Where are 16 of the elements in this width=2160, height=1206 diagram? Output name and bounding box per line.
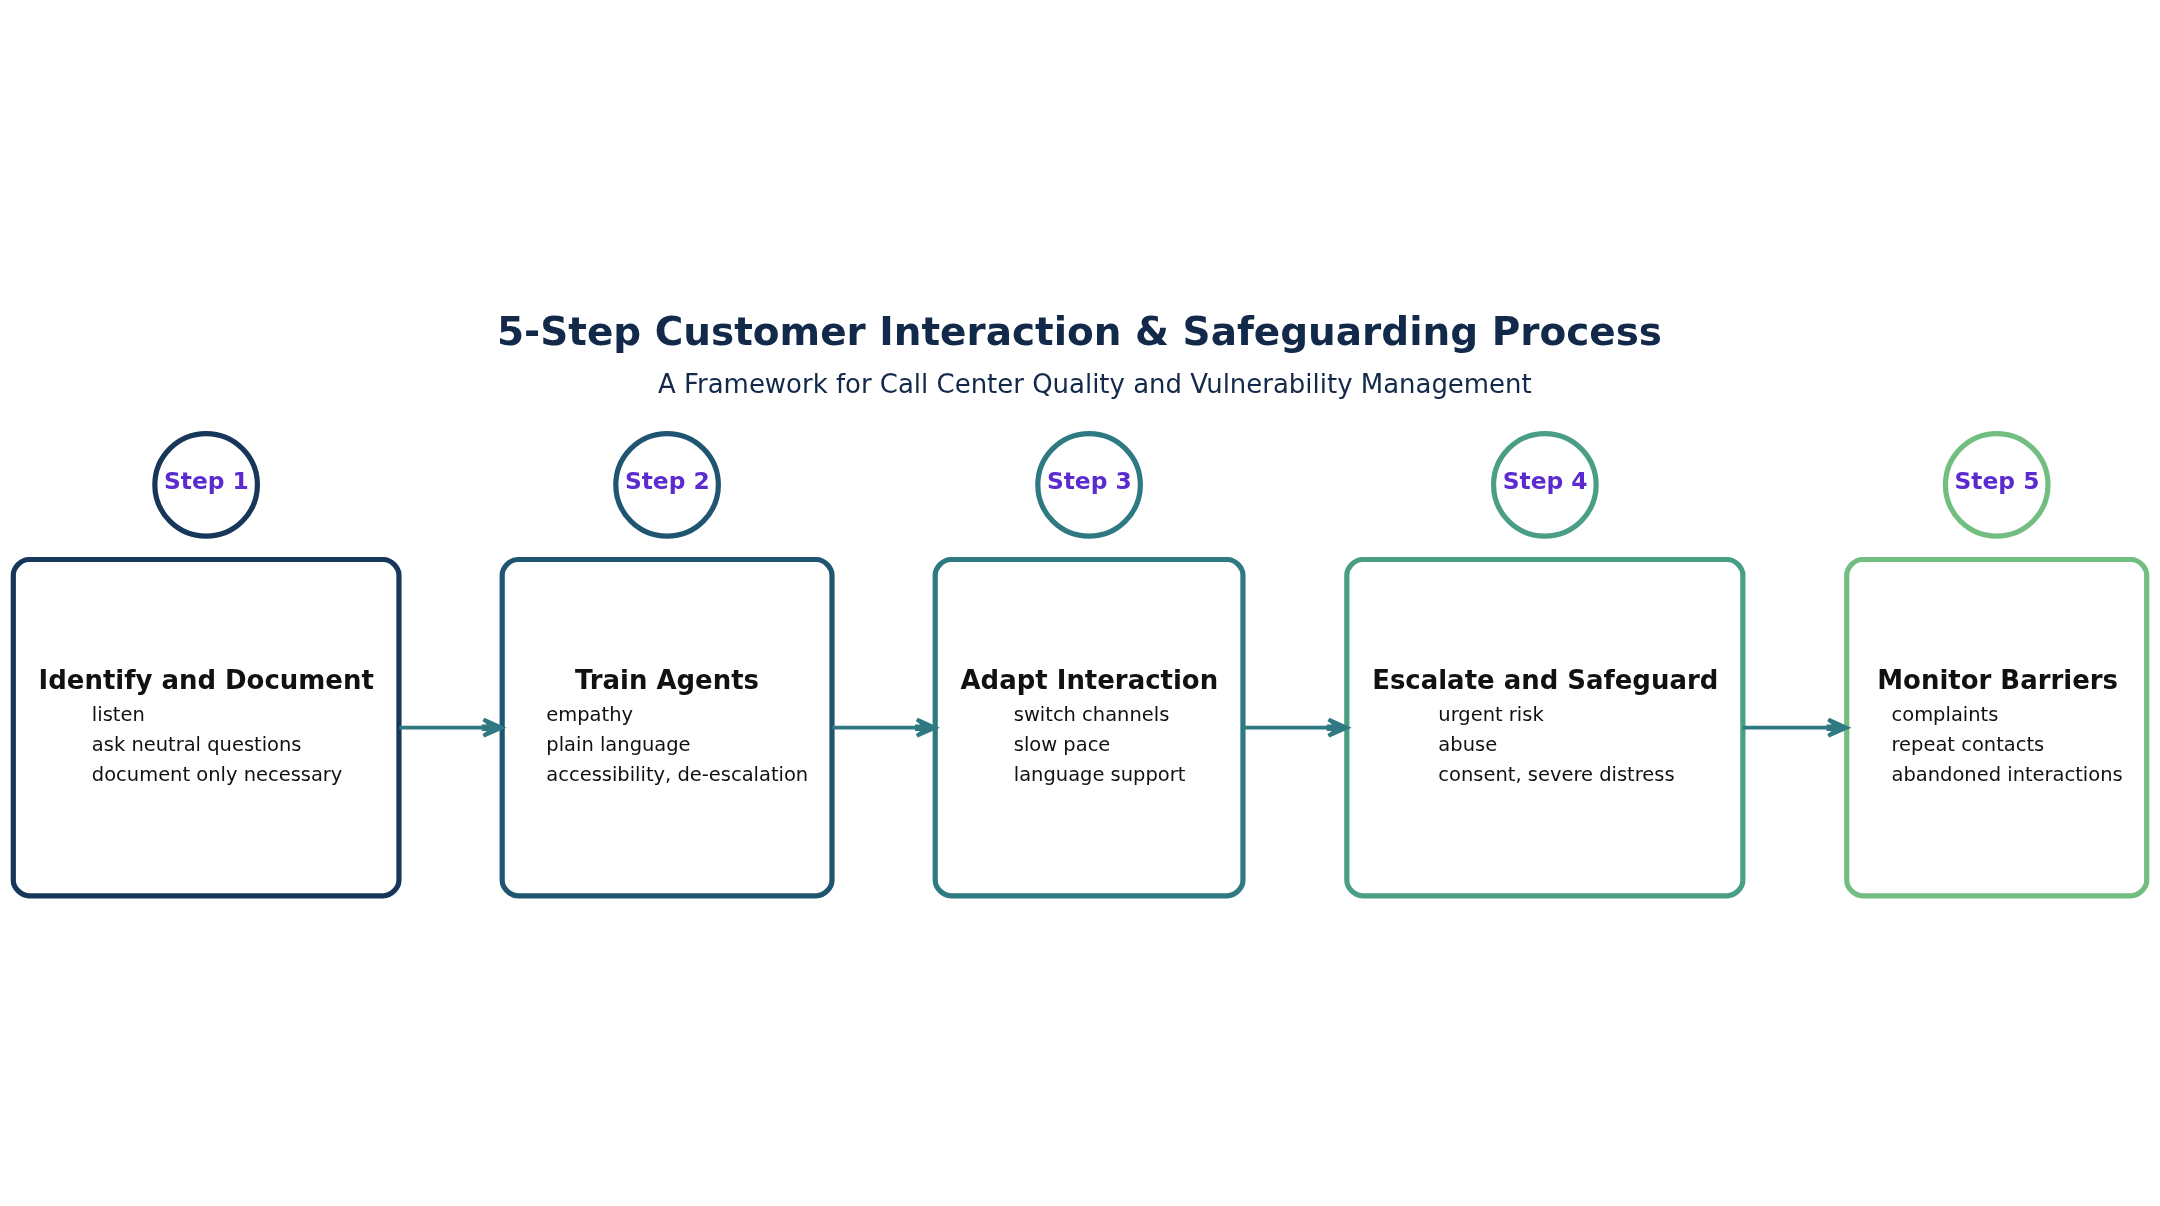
arrow — [1743, 717, 1849, 738]
arrow — [1243, 717, 1349, 738]
node-circle: Step 5 — [1942, 430, 2051, 539]
node-circle: Step 4 — [1490, 430, 1599, 539]
node-box: Adapt Interaction switch channels slow pace language support — [932, 556, 1246, 899]
node-circle: Step 2 — [613, 430, 721, 539]
arrow — [399, 717, 504, 738]
node-circle: Step 3 — [1035, 430, 1143, 539]
node-circle: Step 1 — [152, 430, 260, 539]
label: A Framework for Call Center Quality and Vulnerability Management — [658, 369, 1532, 400]
diagram-title: 5-Step Customer Interaction & Safeguarding Process — [496, 309, 1663, 355]
node-box: Escalate and Safeguard urgent risk abuse consent, severe distress — [1344, 556, 1746, 899]
node-box: Identify and Document listen ask neutral questions document only necessary — [10, 556, 402, 899]
node-box: Monitor Barriers complaints repeat contacts abandoned interactions — [1844, 556, 2150, 899]
arrow — [832, 717, 938, 738]
node-box: Train Agents empathy plain language accessibility, de-escalation — [499, 556, 835, 899]
